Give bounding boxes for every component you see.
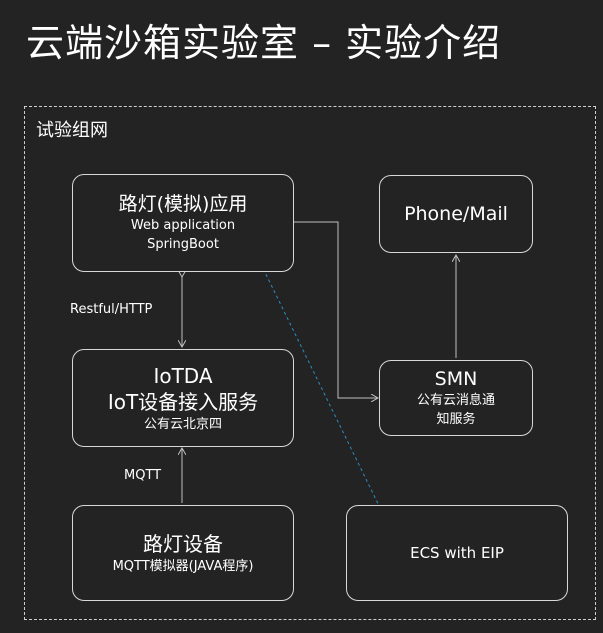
node-title: SMN: [434, 368, 478, 390]
node-iotda: IoTDA IoT设备接入服务 公有云北京四: [72, 349, 294, 447]
node-subtitle: IoT设备接入服务: [107, 389, 259, 414]
node-title: IoTDA: [153, 363, 213, 388]
page-title: 云端沙箱实验室 – 实验介绍: [26, 21, 502, 65]
node-subtitle: Web application: [130, 218, 236, 233]
edge-app-ecs-dashed: [257, 257, 386, 520]
node-smn: SMN 公有云消息通 知服务: [379, 360, 533, 436]
node-streetlight-device: 路灯设备 MQTT模拟器(JAVA程序): [72, 505, 294, 601]
network-frame: [24, 106, 596, 620]
node-ecs: ECS with EIP: [346, 505, 568, 601]
edge-label-mqtt: MQTT: [124, 468, 162, 483]
node-subtitle: 公有云北京四: [143, 416, 222, 432]
node-phone-mail: Phone/Mail: [379, 175, 533, 253]
node-subtitle: 知服务: [436, 412, 476, 427]
node-subtitle: 公有云消息通: [416, 393, 495, 408]
node-title: 路灯设备: [143, 531, 223, 556]
node-streetlight-app: 路灯(模拟)应用 Web application SpringBoot: [72, 174, 294, 272]
edge-label-restful: Restful/HTTP: [70, 302, 153, 317]
node-title: 路灯(模拟)应用: [118, 193, 248, 215]
node-subtitle: SpringBoot: [147, 237, 219, 252]
edge-app-smn: [293, 221, 377, 398]
frame-label: 试验组网: [36, 120, 108, 141]
node-title: ECS with EIP: [410, 543, 504, 562]
node-title: Phone/Mail: [404, 203, 508, 225]
node-subtitle: MQTT模拟器(JAVA程序): [112, 558, 254, 574]
